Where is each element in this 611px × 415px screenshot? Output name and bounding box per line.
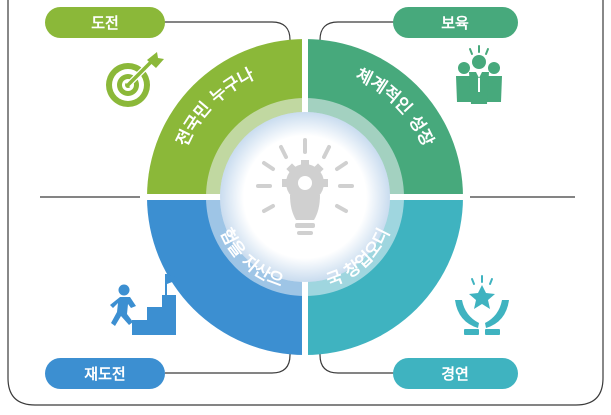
quadrant-box-rechallenge: [165, 212, 291, 374]
label-rechallenge: 재도전: [84, 365, 125, 383]
label-pill-compete: 경연: [393, 358, 518, 389]
label-compete: 경연: [441, 365, 469, 383]
stairs-flag-icon: [110, 274, 180, 335]
people-group-icon: [456, 45, 502, 104]
label-challenge: 도전: [91, 14, 119, 32]
label-pill-nurture: 보육: [393, 7, 518, 38]
label-pill-rechallenge: 재도전: [45, 358, 165, 389]
quadrant-box-compete: [319, 212, 400, 374]
lightbulb-gear-icon: [256, 138, 354, 235]
label-nurture: 보육: [441, 14, 469, 32]
hands-star-icon: [455, 275, 509, 335]
label-pill-challenge: 도전: [45, 7, 165, 38]
target-icon: [106, 52, 164, 107]
outer-frame: [7, 0, 604, 406]
